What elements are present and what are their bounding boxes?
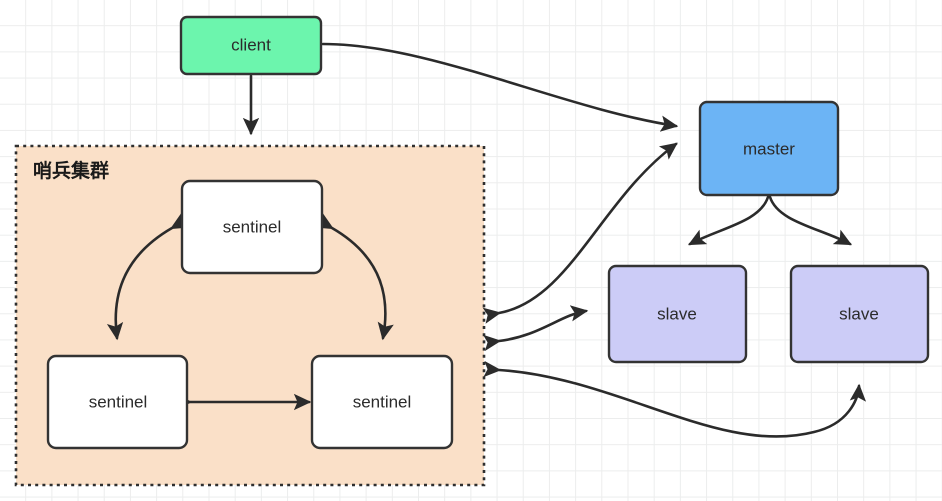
edge-client-to-master	[321, 42, 679, 132]
node-client[interactable]: client	[179, 15, 323, 76]
edge-sentinel-cluster-to-slave-right	[483, 360, 867, 438]
node-slave-left[interactable]: slave	[607, 264, 748, 364]
client-box[interactable]	[179, 15, 323, 76]
node-sentinel-bottom-left[interactable]: sentinel	[46, 354, 189, 450]
edge-sentinel-top-to-bottom-right	[314, 213, 394, 341]
sentinel-top-box[interactable]	[180, 179, 324, 275]
edge-master-to-slave-right	[768, 195, 853, 246]
node-sentinel-top[interactable]: sentinel	[180, 179, 324, 275]
master-box[interactable]	[698, 100, 840, 197]
edge-sentinel-top-to-bottom-left	[106, 213, 190, 341]
edge-sentinel-cluster-to-slave-left	[482, 305, 589, 351]
slave-right-box[interactable]	[789, 264, 930, 364]
sentinel-bottom-left-box[interactable]	[46, 354, 189, 450]
sentinel-bottom-right-box[interactable]	[310, 354, 454, 450]
node-slave-right[interactable]: slave	[789, 264, 930, 364]
edge-sentinel-cluster-to-master	[482, 142, 678, 324]
sentinel-cluster-label: 哨兵集群	[33, 159, 109, 182]
edge-master-to-slave-left	[687, 195, 770, 246]
node-sentinel-bottom-right[interactable]: sentinel	[310, 354, 454, 450]
edges-layer	[106, 42, 867, 438]
node-master[interactable]: master	[698, 100, 840, 197]
slave-left-box[interactable]	[607, 264, 748, 364]
